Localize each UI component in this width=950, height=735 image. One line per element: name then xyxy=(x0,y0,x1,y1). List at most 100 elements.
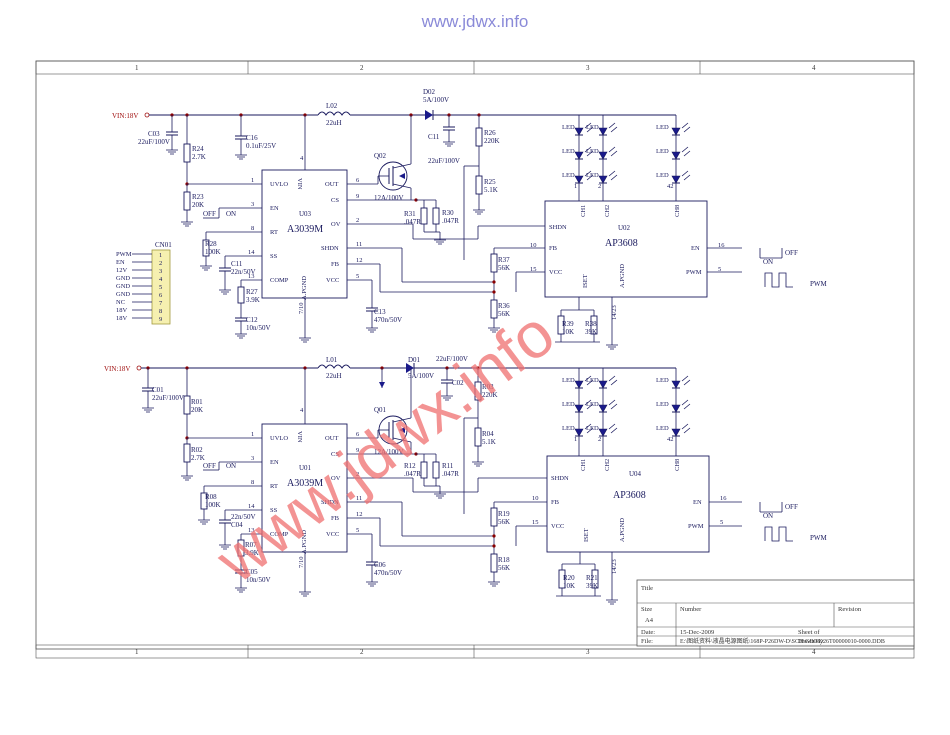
c03-value: 22uF/100V xyxy=(138,138,170,146)
u02-pin16: 16 xyxy=(718,242,725,249)
r24-ref: R24 xyxy=(192,145,204,153)
u04-ch2: CH2 xyxy=(604,459,611,471)
upper-led-label-9: LED xyxy=(656,172,669,179)
u01-vin-label: VIN xyxy=(296,431,303,443)
u01-pin11: 11 xyxy=(356,495,362,502)
u03-pin9: 9 xyxy=(356,193,359,200)
zone-bottom-1: 1 xyxy=(135,648,139,656)
d02-ref: D02 xyxy=(423,88,436,96)
lower-led-label-5: LED xyxy=(586,401,599,408)
upper-led-pin-1: 1 xyxy=(574,183,577,190)
r08-value: 100K xyxy=(205,501,221,509)
u03-pin-en: EN xyxy=(270,205,279,212)
c11-ref: C11 xyxy=(231,260,243,268)
r02-ref: R02 xyxy=(191,446,203,454)
u01-pin3: 3 xyxy=(251,455,254,462)
r19-ref: R19 xyxy=(498,510,510,518)
u02-pin-vcc: VCC xyxy=(549,269,562,276)
r03-ref: R03 xyxy=(482,383,494,391)
c05-ref: C05 xyxy=(246,568,258,576)
c04-value: 22n/50V xyxy=(231,513,256,521)
r39-value: 10K xyxy=(562,328,574,336)
u04-pin15: 15 xyxy=(532,519,539,526)
u04-ref: U04 xyxy=(629,470,642,478)
zone-bottom-2: 2 xyxy=(360,648,364,656)
u02-pin-pwm: PWM xyxy=(686,269,702,276)
cn01-label-1: PWM xyxy=(116,251,132,258)
u01-pin-comp: COMP xyxy=(270,531,289,538)
tb-size-label: Size xyxy=(641,606,652,613)
u04-ch1: CH1 xyxy=(580,459,587,471)
c12-value: 10n/50V xyxy=(246,324,271,332)
r20-ref: R20 xyxy=(563,574,575,582)
lower-led-label-4: LED xyxy=(562,401,575,408)
c11-value: 22n/50V xyxy=(231,268,256,276)
u03-pin2: 2 xyxy=(356,217,359,224)
cn01-label-4: GND xyxy=(116,275,130,282)
u01-vin-pin: 4 xyxy=(300,407,304,414)
cn01-label-5: GND xyxy=(116,283,130,290)
u01-pin-out: OUT xyxy=(325,435,338,442)
u02-gnd-pins: 14/23 xyxy=(611,305,618,320)
u03-pin14: 14 xyxy=(248,249,255,256)
cn01-label-2: EN xyxy=(116,259,125,266)
u02-ref: U02 xyxy=(618,224,631,232)
u02-iset: ISET xyxy=(582,274,589,288)
lower-led-label-2: LED xyxy=(586,377,599,384)
lower-a3039m-chip xyxy=(261,423,348,553)
l01-ref: L01 xyxy=(326,356,338,364)
lower-vin-label: VIN:18V xyxy=(104,365,130,373)
u01-pin14: 14 xyxy=(248,503,255,510)
tb-file-label: File: xyxy=(641,638,653,645)
r18-ref: R18 xyxy=(498,556,510,564)
cout-upper-ref: C11 xyxy=(428,133,440,141)
c13-value: 470n/50V xyxy=(374,316,402,324)
u04-pin-vcc: VCC xyxy=(551,523,564,530)
lower-led-array: LED LED LED LED LED LED LED LED LED 1 2 … xyxy=(562,368,691,456)
r31-value: .047R xyxy=(404,218,421,226)
u01-pin-fb: FB xyxy=(331,515,340,522)
u03-pin-uvlo: UVLO xyxy=(270,181,288,188)
site-header: www.jdwx.info xyxy=(421,12,529,31)
watermark: www.jdwx.info xyxy=(202,297,567,597)
r26-value: 220K xyxy=(484,137,500,145)
u03-pin13: 13 xyxy=(248,273,255,280)
upper-led-label-4: LED xyxy=(562,148,575,155)
r28-ref: R28 xyxy=(205,240,217,248)
upper-circuit: VIN:18V C03 22uF/100V R24 2.7K R23 20K C… xyxy=(112,88,828,350)
u01-pin-rt: RT xyxy=(270,483,278,490)
lower-ap3608-chip xyxy=(546,455,710,553)
u01-name: A3039M xyxy=(287,478,323,489)
r31-ref: R31 xyxy=(404,210,416,218)
cn01-ref: CN01 xyxy=(155,241,172,249)
u01-gnd: A.PGND xyxy=(301,530,308,554)
lower-sw-off: OFF xyxy=(785,503,798,511)
cn01-label-3: 12V xyxy=(116,267,128,274)
upper-led-label-3: LED xyxy=(656,124,669,131)
c16-value: 0.1uF/25V xyxy=(246,142,276,150)
c06-ref: C06 xyxy=(374,561,386,569)
u01-pin13: 13 xyxy=(248,527,255,534)
lower-led-pin-3: 42 xyxy=(667,436,674,443)
u02-pin5: 5 xyxy=(718,266,721,273)
u02-gnd: A.PGND xyxy=(619,264,626,288)
r37-value: 56K xyxy=(498,264,510,272)
u04-gnd: A.PGND xyxy=(619,518,626,542)
cout-lower-value: 22uF/100V xyxy=(436,355,468,363)
cn01-pin-8: 8 xyxy=(159,308,162,315)
connector-cn01: CN01 PWM EN 12V GND GND GND NC 18V 18V 1… xyxy=(116,241,172,325)
tb-date: 15-Dec-2009 xyxy=(680,629,714,636)
q01-value: 12A/100V xyxy=(374,448,404,456)
u01-pin8: 8 xyxy=(251,479,254,486)
lower-led-pin-1: 1 xyxy=(574,436,577,443)
u02-pin-fb: FB xyxy=(549,245,558,252)
zone-bottom-4: 4 xyxy=(812,648,816,656)
u01-ref: U01 xyxy=(299,464,312,472)
u04-name: AP3608 xyxy=(613,490,646,501)
upper-off-label: OFF xyxy=(203,210,216,218)
r07-value: 3.9K xyxy=(245,549,259,557)
u03-pin8: 8 xyxy=(251,225,254,232)
u03-pin12: 12 xyxy=(356,257,363,264)
title-block: Title Size A4 Number Revision Date: 15-D… xyxy=(636,579,915,647)
u03-pin-shdn: SHDN xyxy=(321,245,339,252)
